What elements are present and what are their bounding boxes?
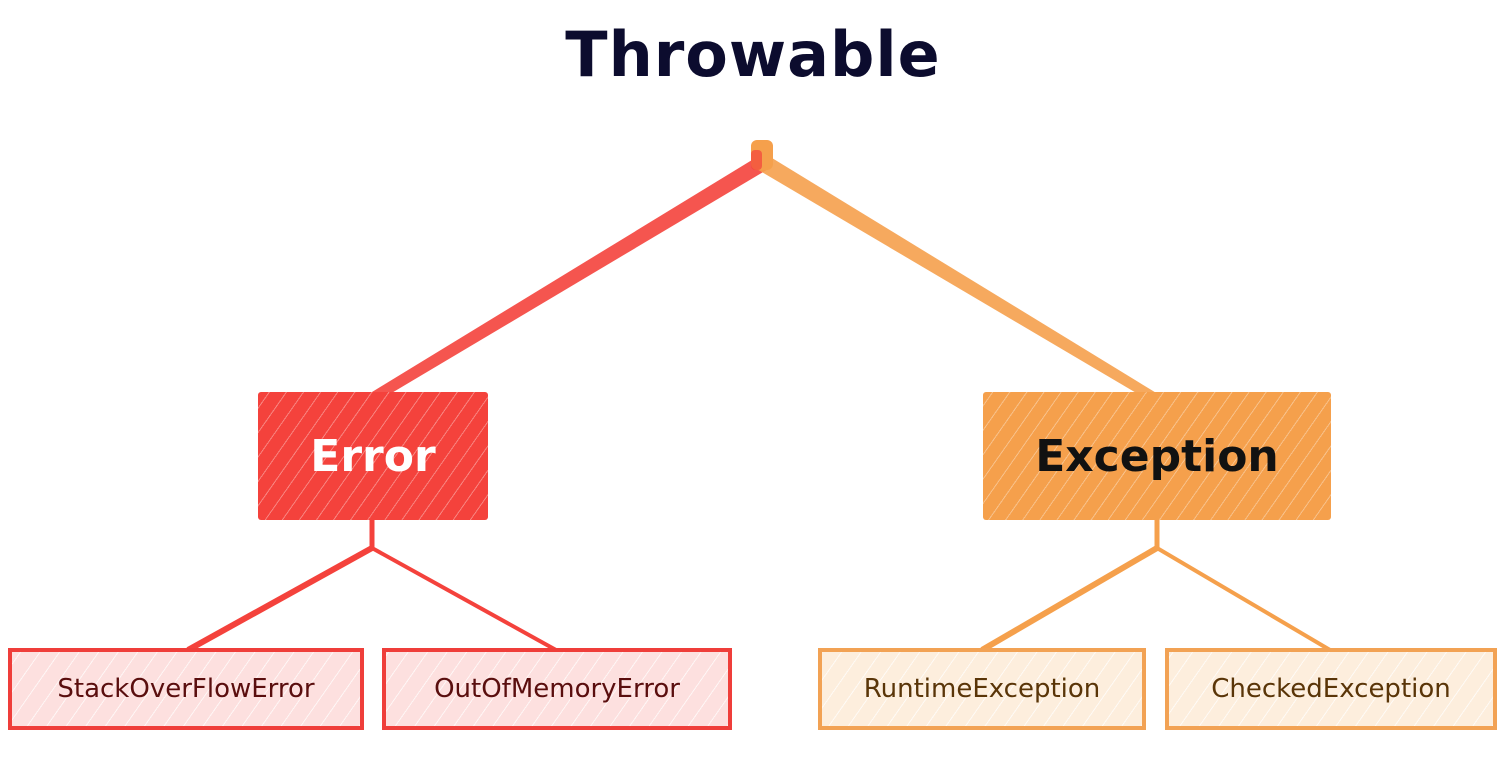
checkedexception-label: CheckedException [1211,674,1451,704]
connector-error-stackoverflow [186,545,374,653]
connector-error-outofmemory [371,546,557,652]
root-knot-accent [751,150,762,170]
connector-throwable-error [372,160,770,394]
runtimeexception-label: RuntimeException [863,674,1101,704]
outofmemoryerror-node: OutOfMemoryError [382,648,732,730]
checkedexception-node: CheckedException [1165,648,1497,730]
runtimeexception-node: RuntimeException [818,648,1146,730]
error-node: Error [258,392,488,520]
stackoverflowerror-label: StackOverFlowError [57,674,315,704]
stackoverflowerror-node: StackOverFlowError [8,648,364,730]
error-node-label: Error [310,430,436,482]
connector-throwable-exception [755,158,1158,394]
root-title: Throwable [565,18,941,91]
exception-node-label: Exception [1035,430,1279,482]
outofmemoryerror-label: OutOfMemoryError [434,674,680,704]
exception-node: Exception [983,392,1331,520]
connector-exception-checked [1155,546,1332,652]
connector-exception-runtime [980,545,1159,653]
